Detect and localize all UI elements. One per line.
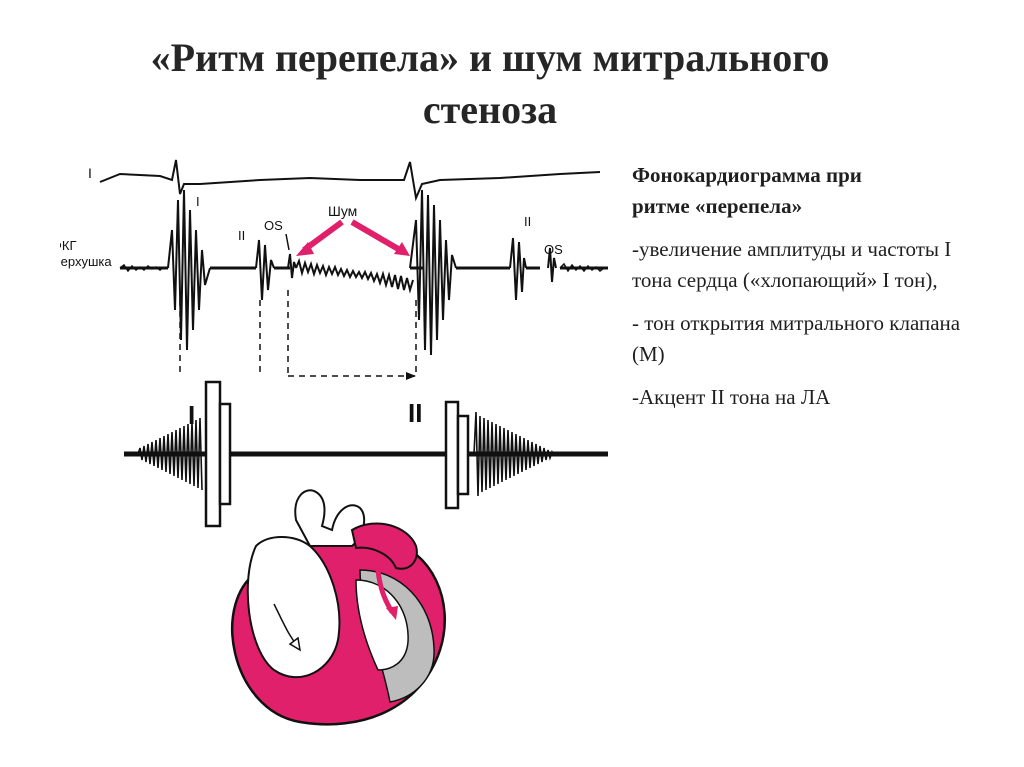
- description-heading-line-1: Фонокардиограмма при: [632, 163, 862, 187]
- pcg-label-line-2: Верхушка: [60, 254, 112, 269]
- pcg-os-1-label: OS: [264, 218, 283, 233]
- heart-right-chambers: [246, 536, 341, 679]
- schematic-first-tone-bar-1: [204, 380, 222, 528]
- schematic-first-tone-bar-2: [218, 402, 232, 506]
- pcg-opening-snap-1: [287, 253, 297, 279]
- pcg-os-1-pointer: [285, 233, 290, 251]
- pcg-os-2-label: OS: [544, 242, 563, 257]
- pcg-second-tone-2: [509, 237, 527, 301]
- murmur-arrow-right: [350, 219, 402, 253]
- bullet-second-tone-accent: -Акцент II тона на ЛА: [632, 385, 831, 409]
- pcg-murmur: [295, 257, 414, 294]
- pcg-second-tone-1-label: II: [238, 228, 245, 243]
- pcg-opening-snap-2: [547, 247, 557, 283]
- heart-illustration: [230, 489, 446, 726]
- title-line-1: «Ритм перепела» и шум митрального: [150, 35, 830, 80]
- ecg-lead-label: I: [88, 165, 92, 181]
- timing-guides: [179, 290, 417, 377]
- pcg-first-tone-1-label: I: [196, 194, 200, 209]
- ecg-trace: [99, 159, 601, 202]
- heart-flow-arrow-head: [386, 606, 398, 620]
- pcg-label-line-1: ФКГ: [60, 238, 77, 253]
- slide-title: «Ритм перепела» и шум митрального стеноз…: [40, 32, 940, 136]
- heart-right-flow-arrow-head: [288, 636, 302, 652]
- title-line-2: стеноза: [422, 87, 558, 132]
- pcg-second-tone-1: [255, 239, 275, 301]
- schematic-diastolic-murmur: [473, 411, 555, 497]
- pcg-noise: [119, 262, 605, 273]
- pcg-second-tone-2-label: II: [524, 214, 531, 229]
- murmur-arrow-left: [302, 219, 344, 253]
- timing-arrow-head: [406, 372, 416, 380]
- description-heading-line-2: ритме «перепела»: [632, 194, 803, 218]
- phonocardiogram-svg: I ФКГ Верхушка I II OS Шум II OS: [52, 159, 608, 726]
- bullet-opening-snap: - тон открытия митрального клапана (М): [632, 311, 961, 366]
- schematic-second-tone-label: II: [408, 398, 422, 428]
- schematic-presystolic-murmur: [137, 417, 203, 491]
- pcg-murmur-label: Шум: [328, 203, 357, 219]
- murmur-arrow-left-head: [296, 242, 314, 256]
- description-heading: Фонокардиограмма при ритме «перепела»: [632, 160, 992, 222]
- phonocardiogram-figure: I ФКГ Верхушка I II OS Шум II OS: [52, 150, 620, 750]
- heart-left-ventricle-cavity: [355, 579, 409, 671]
- murmur-arrow-right-head: [394, 242, 410, 256]
- description-block: Фонокардиограмма при ритме «перепела» -у…: [632, 160, 992, 425]
- heart-left-atrium: [350, 522, 418, 570]
- pcg-first-tone-2: [409, 189, 457, 356]
- schematic-second-tone-bar-2: [456, 414, 470, 496]
- schematic-second-tone-bar-1: [444, 400, 460, 510]
- pcg-first-tone-1: [167, 189, 211, 351]
- schematic-first-tone-label: I: [188, 400, 195, 430]
- bullet-amplitude: -увеличение амплитуды и частоты I тона с…: [632, 237, 952, 292]
